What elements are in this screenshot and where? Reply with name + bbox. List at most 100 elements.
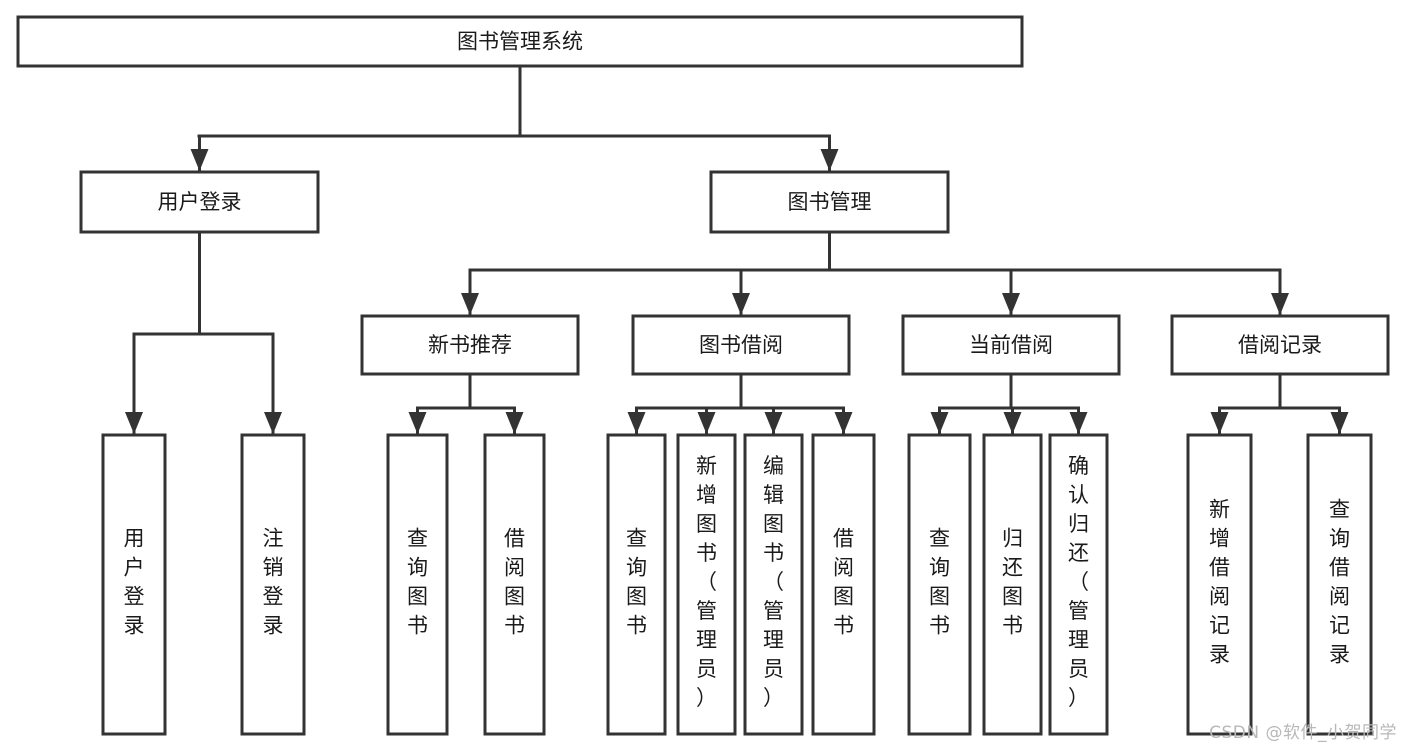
leaf-label-char: 书 [504,614,525,638]
leaf-label-char: 书 [763,541,784,565]
leaf-label-char: ） [763,686,784,710]
leaf-box[interactable] [101,433,167,736]
leaf-label-char: 书 [407,614,428,638]
leaf-label-char: 图 [696,512,717,536]
leaf-label-char: 询 [407,556,428,580]
leaf-label-char: 阅 [1329,585,1350,609]
level3-box[interactable] [1170,314,1390,376]
arrow-head-icon [505,412,524,434]
leaf-label-char: 借 [1329,556,1350,580]
leaf-label-char: 员 [763,657,784,681]
leaf-label-char: 编 [763,454,784,478]
leaf-label-char: 书 [1002,614,1023,638]
leaf-label-char: 查 [407,527,428,551]
arrow-head-icon [408,412,427,434]
leaf-box[interactable] [1048,433,1109,736]
level3-node[interactable]: 借阅记录 [1170,314,1390,376]
leaf-label-char: 录 [124,614,145,638]
leaf-box[interactable] [606,433,667,736]
level3-label: 当前借阅 [969,333,1053,357]
leaf-label-char: 户 [124,556,145,580]
leaf-label-char: 登 [263,585,284,609]
leaf-label-char: 书 [626,614,647,638]
leaf-label-char: 销 [263,556,284,580]
leaf-label-char: 借 [833,527,854,551]
arrow-head-icon [697,412,716,434]
level3-box[interactable] [360,314,580,376]
root-box[interactable] [16,15,1024,68]
leaf-box[interactable] [483,433,546,736]
leaf-label-char: 图 [763,512,784,536]
leaf-label-char: 管 [696,599,717,623]
leaf-label-char: ） [696,686,717,710]
connectors-layer [125,64,1349,435]
arrow-head-icon [1002,293,1020,315]
leaf-box[interactable] [907,433,972,736]
level3-box[interactable] [901,314,1121,376]
level3-label: 新书推荐 [428,333,512,357]
leaf-label-char: 用 [124,527,145,551]
leaf-box[interactable] [743,433,804,736]
level3-node[interactable]: 当前借阅 [901,314,1121,376]
leaf-label-char: 图 [407,585,428,609]
leaf-label-char: 图 [626,585,647,609]
leaf-label-char: 还 [1002,556,1023,580]
leaf-box[interactable] [811,433,876,736]
leaf-box[interactable] [1186,433,1253,736]
leaf-label-char: 管 [763,599,784,623]
leaf-box[interactable] [982,433,1043,736]
leaf-label-char: 增 [696,483,717,507]
leaf-label-char: 还 [1068,541,1089,565]
leaf-label-char: 书 [833,614,854,638]
leaf-label-char: 记 [1209,614,1230,638]
level3-box[interactable] [631,314,851,376]
leaf-label-char: 阅 [504,556,525,580]
leaf-box[interactable] [676,433,737,736]
leaf-label-char: 询 [929,556,950,580]
leaf-label-char: 图 [504,585,525,609]
nodes-layer: 图书管理系统用户登录图书管理新书推荐图书借阅当前借阅借阅记录用户登录注销登录查询… [16,15,1390,736]
leaf-label-char: 图 [929,585,950,609]
arrow-head-icon [1069,412,1088,434]
leaf-label-char: 注 [263,527,284,551]
arrow-head-icon [930,412,949,434]
level2-node[interactable]: 用户登录 [79,170,320,234]
leaf-label-char: （ [1068,570,1089,594]
level2-box[interactable] [79,170,320,234]
root-node[interactable]: 图书管理系统 [16,15,1024,68]
leaf-label-char: 录 [1209,643,1230,667]
arrow-head-icon [764,412,783,434]
leaf-label-char: （ [763,570,784,594]
arrow-head-icon [1271,293,1289,315]
leaf-label-char: 理 [763,628,784,652]
leaf-box[interactable] [240,433,306,736]
level2-label: 用户登录 [158,190,242,214]
level3-node[interactable]: 新书推荐 [360,314,580,376]
leaf-label-char: 阅 [833,556,854,580]
level2-box[interactable] [709,170,950,234]
level3-label: 图书借阅 [699,333,783,357]
leaf-label-char: 图 [1002,585,1023,609]
leaf-label-char: 记 [1329,614,1350,638]
arrow-head-icon [1210,412,1229,434]
leaf-label-char: 增 [1209,527,1230,551]
leaf-box[interactable] [1306,433,1373,736]
leaf-label-char: 图 [833,585,854,609]
leaf-node[interactable]: 用户登录 [101,433,167,736]
level3-node[interactable]: 图书借阅 [631,314,851,376]
level2-node[interactable]: 图书管理 [709,170,950,234]
leaf-box[interactable] [386,433,449,736]
